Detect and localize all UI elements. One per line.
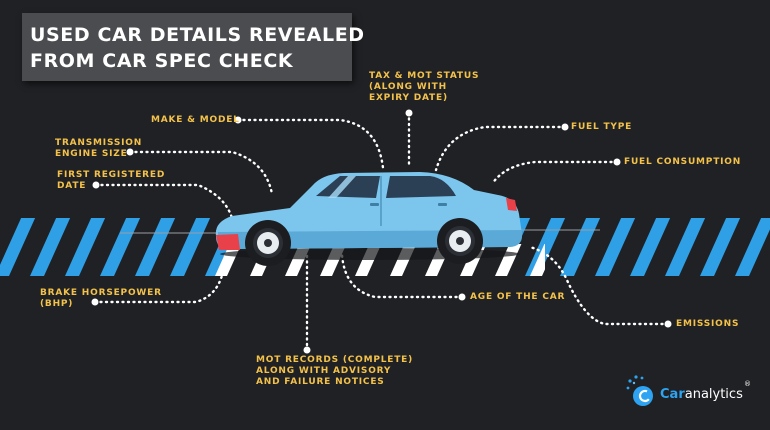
road-stripe	[560, 218, 601, 276]
dot-transmission	[126, 148, 134, 156]
road-stripe	[100, 218, 141, 276]
label-emissions: EMISSIONS	[676, 319, 740, 329]
caranalytics-logo: Caranalytics ®	[626, 374, 758, 414]
dot-make-model	[234, 116, 242, 124]
tail-light	[506, 198, 517, 211]
label-brake-horsepower: BRAKE HORSEPOWER (BHP)	[40, 288, 162, 309]
road-stripe	[30, 218, 71, 276]
caranalytics-logo-mark	[626, 375, 653, 406]
road-stripe	[735, 218, 770, 276]
crosswalk-stripe	[495, 244, 522, 276]
head-light	[216, 234, 240, 250]
title-banner: USED CAR DETAILS REVEALED FROM CAR SPEC …	[22, 13, 364, 81]
car-illustration	[215, 172, 523, 266]
connector-emissions	[528, 245, 670, 326]
connector-fuel-consumption	[490, 160, 619, 186]
road-stripe	[135, 218, 176, 276]
car-window-front	[316, 176, 380, 198]
crosswalk-stripe	[530, 244, 545, 276]
connector-lines	[93, 111, 670, 352]
connector-brake-horsepower	[93, 253, 227, 304]
dot-age-of-car	[458, 293, 466, 301]
dot-fuel-consumption	[613, 158, 621, 166]
label-transmission-engine-size: TRANSMISSION ENGINE SIZE	[55, 138, 143, 159]
road-stripe	[0, 218, 36, 276]
front-wheel	[245, 220, 291, 266]
label-fuel-type: FUEL TYPE	[571, 122, 633, 132]
road-stripe	[700, 218, 741, 276]
dot-fuel-type	[561, 123, 569, 131]
connector-make-model	[236, 118, 385, 170]
title-line-2: FROM CAR SPEC CHECK	[30, 50, 294, 72]
dot-emissions	[664, 320, 672, 328]
car-window-glint	[328, 176, 356, 198]
connector-age-of-car	[340, 253, 464, 299]
logo-registered-mark: ®	[744, 380, 751, 388]
label-mot-records: MOT RECORDS (COMPLETE) ALONG WITH ADVISO…	[256, 355, 414, 387]
road-stripes-left	[0, 218, 232, 276]
label-fuel-consumption: FUEL CONSUMPTION	[624, 157, 742, 167]
label-first-registered-date: FIRST REGISTERED DATE	[57, 170, 166, 191]
road-stripe	[630, 218, 671, 276]
car-window-rear	[386, 176, 456, 198]
label-age-of-the-car: AGE OF THE CAR	[470, 292, 566, 302]
logo-wordmark: Caranalytics	[660, 387, 743, 402]
dot-tax-mot	[405, 109, 413, 117]
door-handle-front	[370, 203, 379, 206]
connector-fuel-type	[434, 125, 567, 172]
road-stripe	[525, 218, 566, 276]
title-line-1: USED CAR DETAILS REVEALED	[30, 24, 365, 46]
dot-brake-horsepower	[91, 298, 99, 306]
rear-wheel	[437, 218, 483, 264]
dot-first-registered	[92, 181, 100, 189]
road-stripes-right	[510, 218, 770, 276]
label-tax-mot-status: TAX & MOT STATUS (ALONG WITH EXPIRY DATE…	[369, 71, 480, 103]
dot-mot-records	[303, 346, 311, 354]
road-stripe	[595, 218, 636, 276]
connector-dots	[91, 109, 672, 354]
road-stripe	[65, 218, 106, 276]
road-stripe	[665, 218, 706, 276]
label-make-model: MAKE & MODEL	[151, 115, 240, 125]
door-handle-rear	[438, 203, 447, 206]
road-stripe	[170, 218, 211, 276]
